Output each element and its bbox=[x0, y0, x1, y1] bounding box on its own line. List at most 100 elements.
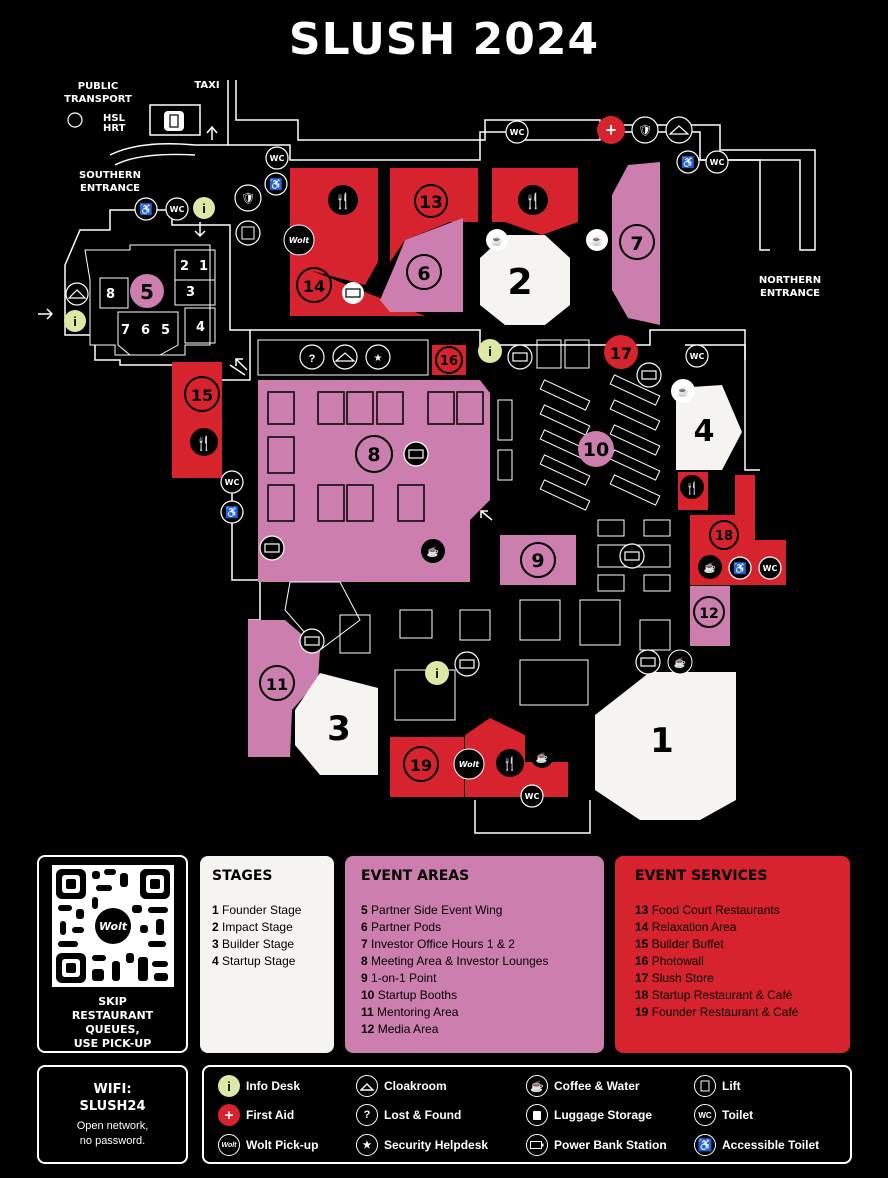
wing-room-6: 6 bbox=[141, 323, 150, 338]
wifi-title-line2: SLUSH24 bbox=[79, 1099, 146, 1114]
venue-map: 2 1 3 8 4 7 6 5 5 bbox=[38, 80, 821, 834]
svg-text:🍴: 🍴 bbox=[334, 192, 353, 210]
svg-text:♿: ♿ bbox=[225, 506, 239, 519]
wc-label-1: WC bbox=[510, 128, 525, 137]
area-5-wing: 2 1 3 8 4 7 6 5 5 bbox=[84, 244, 216, 356]
room-17-label: 17 bbox=[610, 344, 632, 363]
list-item: 7 Investor Office Hours 1 & 2 bbox=[361, 937, 515, 951]
wolt-icon: Wolt bbox=[218, 1134, 240, 1156]
area-13 bbox=[390, 168, 478, 262]
legend-luggage: Luggage Storage bbox=[526, 1104, 652, 1126]
wing-room-2: 2 bbox=[180, 259, 189, 274]
event-areas-panel: EVENT AREAS 5 Partner Side Event Wing 6 … bbox=[345, 856, 604, 1053]
area-11 bbox=[248, 620, 320, 757]
legend-first-aid: + First Aid bbox=[218, 1104, 294, 1126]
svg-text:★: ★ bbox=[374, 353, 383, 364]
list-item: 8 Meeting Area & Investor Lounges bbox=[361, 954, 549, 968]
svg-text:☕: ☕ bbox=[491, 234, 503, 247]
luggage-icon bbox=[526, 1104, 548, 1126]
room-7-label: 7 bbox=[630, 233, 643, 255]
room-11-label: 11 bbox=[266, 675, 288, 694]
wifi-note: Open network, no password. bbox=[39, 1119, 186, 1149]
wc-label-2: WC bbox=[270, 154, 285, 163]
stage-3-label: 3 bbox=[327, 709, 351, 749]
room-14-label: 14 bbox=[303, 277, 325, 296]
svg-text:i: i bbox=[73, 314, 77, 329]
svg-text:☕: ☕ bbox=[677, 385, 689, 398]
list-item: 9 1-on-1 Point bbox=[361, 971, 437, 985]
svg-text:☕: ☕ bbox=[591, 234, 603, 247]
list-item: 15 Builder Buffet bbox=[635, 937, 724, 951]
wolt-pickup-label-2: Wolt bbox=[459, 760, 481, 769]
svg-text:i: i bbox=[435, 666, 439, 681]
coffee-icon: ☕ bbox=[526, 1075, 548, 1097]
room-6-label: 6 bbox=[417, 263, 430, 285]
hrt-label: HRT bbox=[103, 123, 126, 134]
wc-label-3: WC bbox=[170, 205, 185, 214]
wing-room-8: 8 bbox=[106, 287, 115, 302]
hanger-icon bbox=[356, 1075, 378, 1097]
list-item: 10 Startup Booths bbox=[361, 988, 458, 1002]
list-item: 19 Founder Restaurant & Café bbox=[635, 1005, 799, 1019]
wing-room-7: 7 bbox=[121, 323, 130, 338]
area-6 bbox=[380, 218, 463, 312]
area-7 bbox=[612, 162, 660, 325]
event-areas-list: 5 Partner Side Event Wing 6 Partner Pods… bbox=[361, 902, 588, 1038]
list-item: 11 Mentoring Area bbox=[361, 1005, 459, 1019]
area-19 bbox=[390, 737, 464, 797]
list-item: 2 Impact Stage bbox=[212, 920, 293, 934]
first-aid-icon: + bbox=[218, 1104, 240, 1126]
wolt-qr-code[interactable]: Wolt bbox=[52, 865, 174, 987]
wc-label-7: WC bbox=[763, 564, 778, 573]
room-18-label: 18 bbox=[715, 529, 733, 544]
info-icon: i bbox=[218, 1075, 240, 1097]
wifi-note-line2: no password. bbox=[79, 1135, 146, 1147]
wifi-note-line1: Open network, bbox=[76, 1120, 149, 1132]
list-item: 13 Food Court Restaurants bbox=[635, 903, 780, 917]
wing-room-3: 3 bbox=[186, 285, 195, 300]
wheelchair-icon: ♿ bbox=[694, 1134, 716, 1156]
event-areas-heading: EVENT AREAS bbox=[361, 868, 470, 884]
legend-coffee: ☕ Coffee & Water bbox=[526, 1075, 640, 1097]
public-transport-label-line2: TRANSPORT bbox=[64, 94, 132, 105]
svg-text:🍴: 🍴 bbox=[195, 435, 212, 452]
legend-info-desk: i Info Desk bbox=[218, 1075, 300, 1097]
stages-list: 1 Founder Stage 2 Impact Stage 3 Builder… bbox=[212, 902, 322, 970]
stage-4-label: 4 bbox=[694, 414, 715, 449]
legend-cloakroom: Cloakroom bbox=[356, 1075, 447, 1097]
legend-lift: Lift bbox=[694, 1075, 741, 1097]
wc-label-8: WC bbox=[525, 792, 540, 801]
skip-line-4: USE PICK-UP bbox=[73, 1037, 152, 1050]
skip-line-2: RESTAURANT bbox=[71, 1009, 154, 1022]
qr-pattern: Wolt bbox=[56, 869, 170, 983]
svg-text:♿: ♿ bbox=[733, 562, 747, 575]
stage-4 bbox=[676, 385, 742, 470]
skip-line-3: QUEUES, bbox=[85, 1023, 140, 1036]
public-transport-label-line1: PUBLIC bbox=[78, 81, 119, 92]
stage-2-label: 2 bbox=[507, 262, 532, 303]
area-8-rooms bbox=[267, 391, 484, 522]
wing-room-5: 5 bbox=[161, 323, 170, 338]
stage-1 bbox=[595, 672, 736, 820]
stage-3 bbox=[295, 673, 378, 775]
room-10-label: 10 bbox=[583, 439, 609, 461]
shield-icon: ★ bbox=[356, 1134, 378, 1156]
battery-icon bbox=[526, 1134, 548, 1156]
svg-text:🍴: 🍴 bbox=[502, 756, 518, 772]
wc-icon: WC bbox=[694, 1104, 716, 1126]
wc-label-5: WC bbox=[690, 352, 705, 361]
qr-wolt-label: Wolt bbox=[99, 920, 128, 933]
list-item: 16 Photowall bbox=[635, 954, 704, 968]
room-15-label: 15 bbox=[191, 386, 213, 405]
stage-1-label: 1 bbox=[650, 721, 674, 761]
wc-label-6: WC bbox=[225, 478, 240, 487]
list-item: 17 Slush Store bbox=[635, 971, 714, 985]
stages-heading: STAGES bbox=[212, 868, 273, 884]
southern-entrance-line2: ENTRANCE bbox=[80, 183, 140, 194]
room-8-label: 8 bbox=[367, 444, 380, 466]
icon-legend: i Info Desk + First Aid Wolt Wolt Pick-u… bbox=[202, 1065, 852, 1164]
wc-label-4: WC bbox=[710, 158, 725, 167]
stages-panel: STAGES 1 Founder Stage 2 Impact Stage 3 … bbox=[200, 856, 334, 1053]
room-5-label: 5 bbox=[140, 280, 154, 304]
area-16 bbox=[432, 345, 466, 375]
